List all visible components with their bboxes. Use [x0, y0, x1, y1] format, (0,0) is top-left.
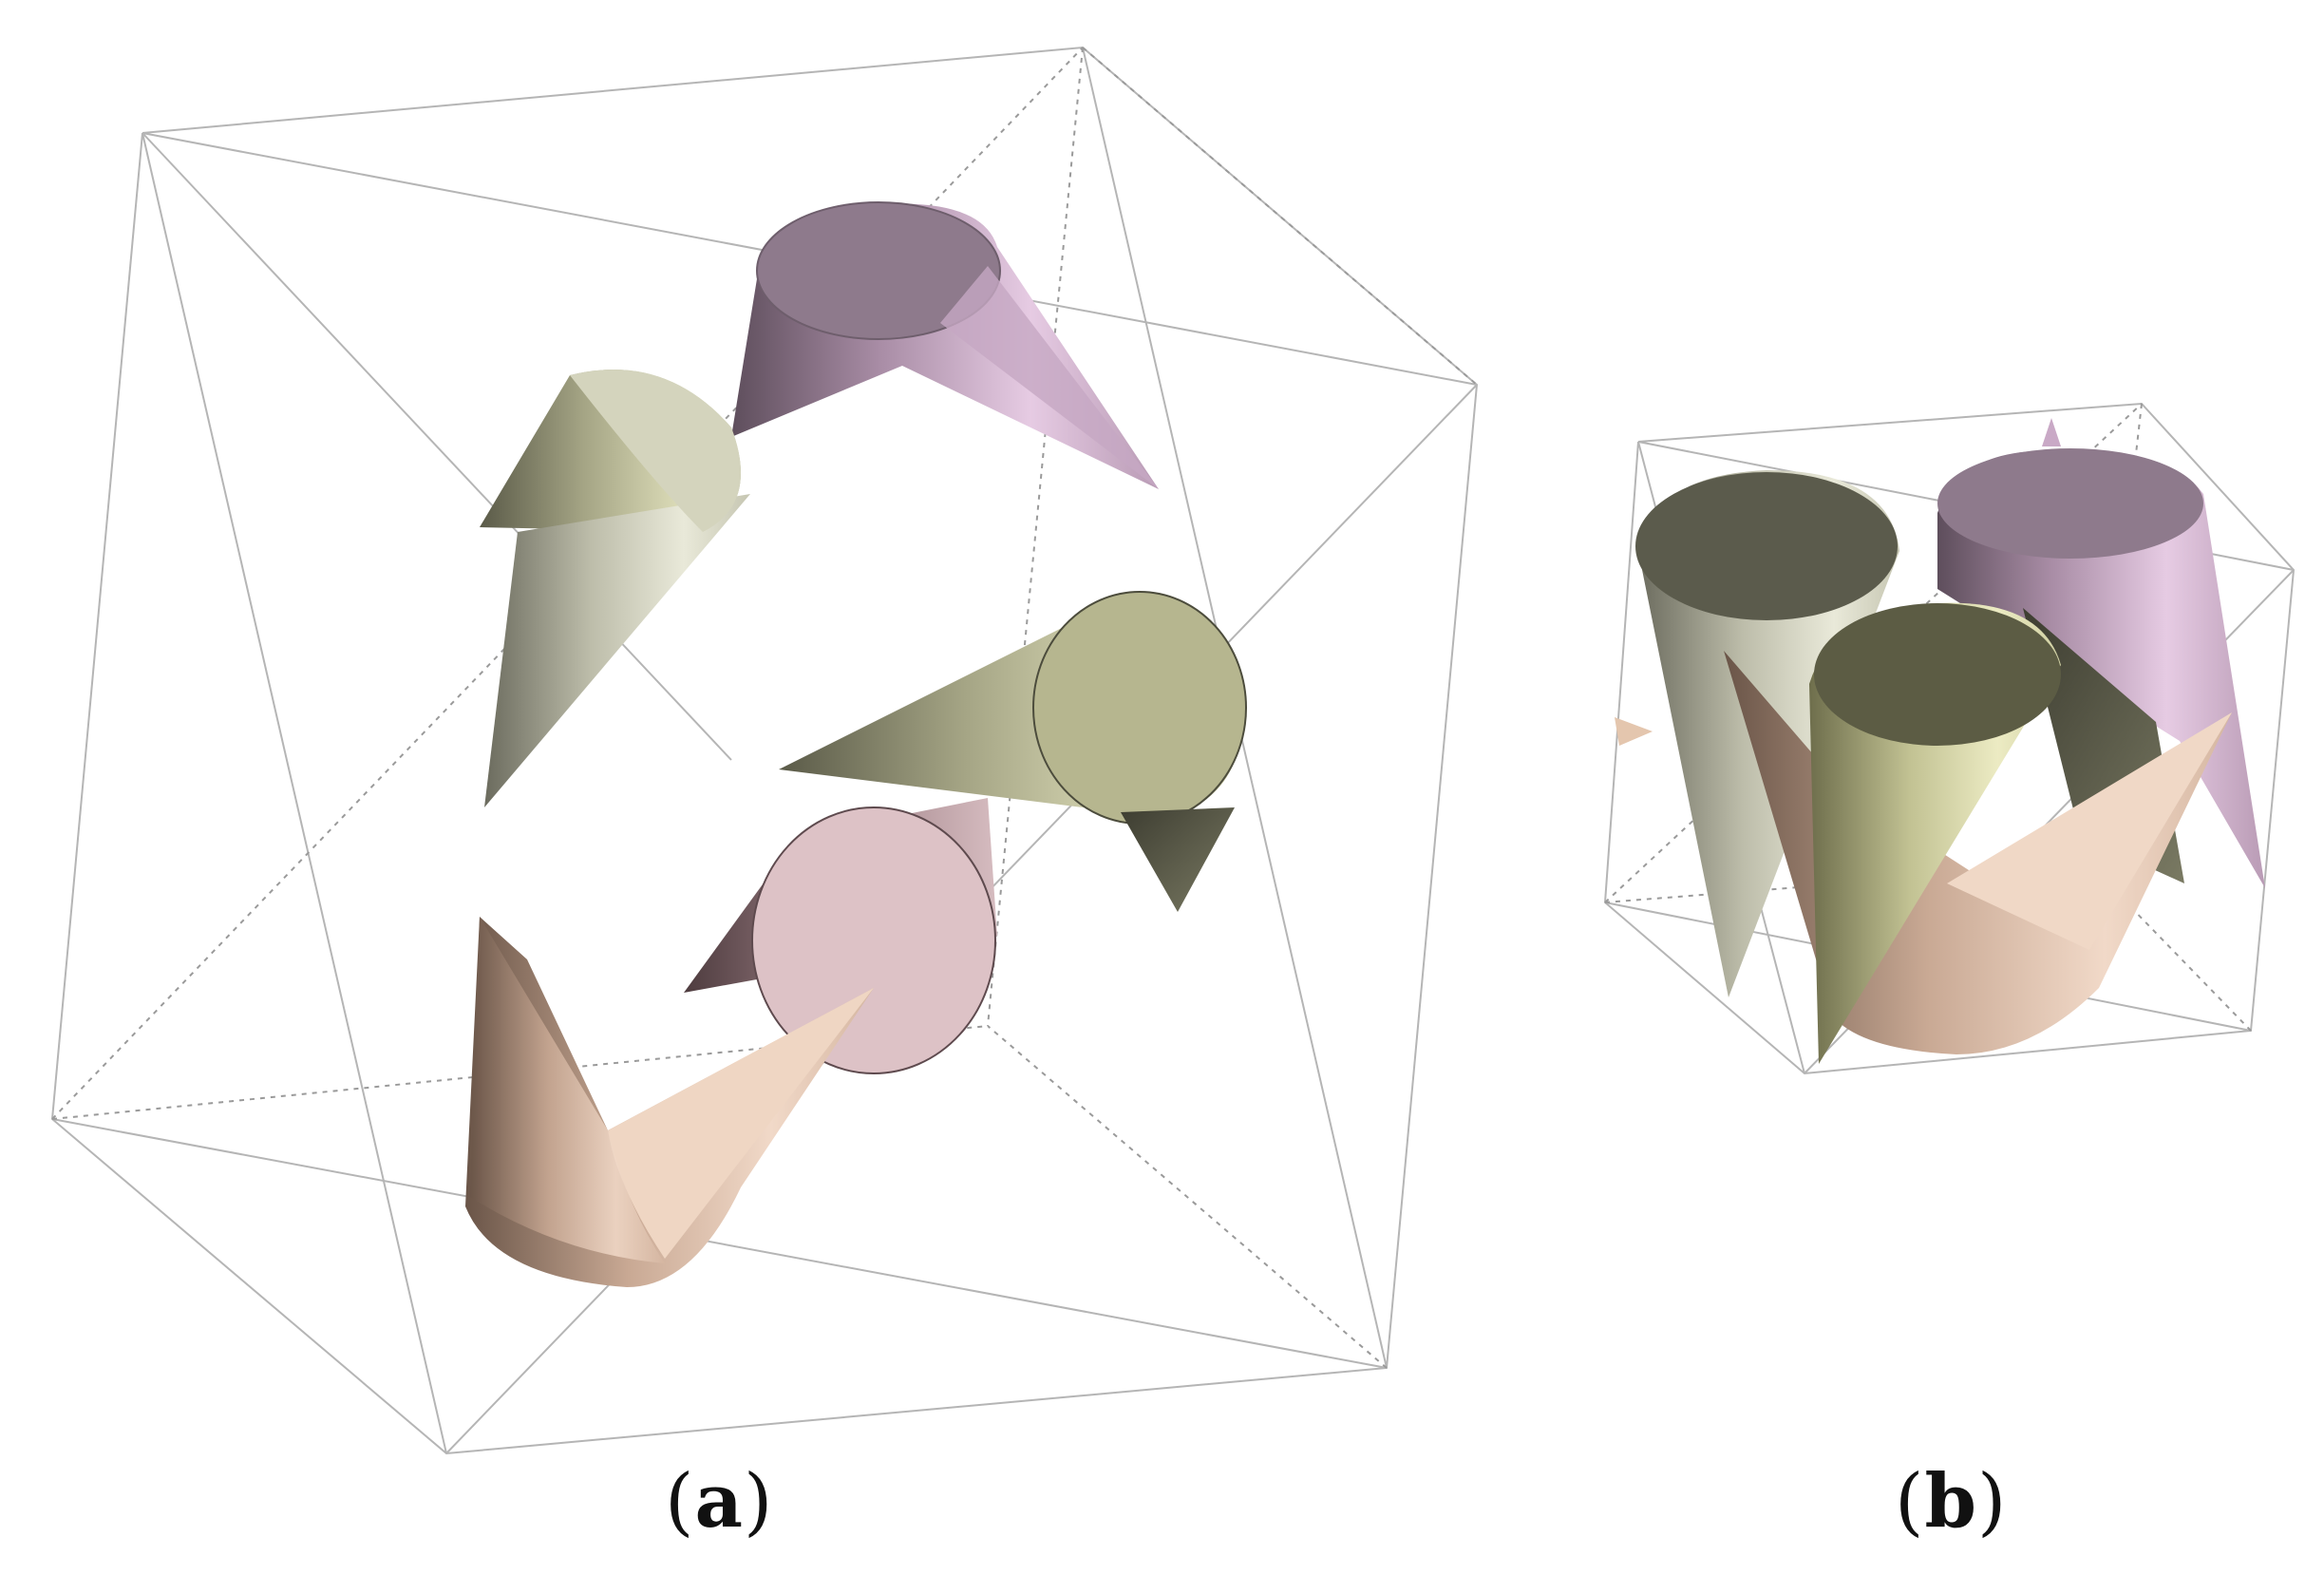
panel-b — [1603, 402, 2296, 1075]
cone-purple-top — [731, 201, 1159, 489]
cone-peach-bottom — [465, 917, 874, 1287]
panel-b-caption: (b) — [1895, 1458, 2008, 1545]
box-edge — [142, 132, 732, 761]
panel-a — [50, 46, 1479, 1455]
cone-yellowgreen-b — [1809, 602, 2061, 1064]
cone-greige-left — [480, 370, 750, 807]
box-edge — [51, 1118, 1388, 1369]
panel-b-letter: b — [1924, 1458, 1977, 1545]
box-edge — [142, 132, 447, 1454]
panel-a-caption: (a) — [665, 1458, 774, 1545]
cylinder-rose — [684, 798, 997, 1074]
cone-purple-b — [1937, 418, 2265, 888]
cone-olive-middle — [779, 591, 1247, 912]
panel-a-letter: a — [694, 1458, 744, 1545]
